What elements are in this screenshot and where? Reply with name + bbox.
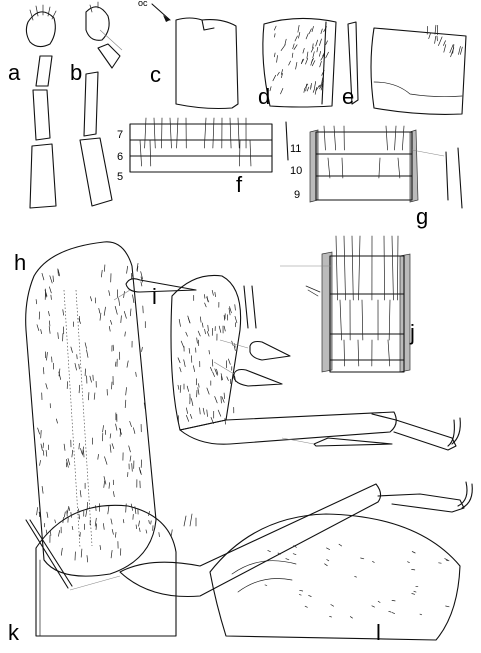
antenna-b <box>79 1 123 207</box>
segment-label-7: 7 <box>117 129 123 141</box>
label-k: k <box>8 620 20 645</box>
femur-i <box>170 274 291 431</box>
label-l: l <box>376 620 381 645</box>
segments-g <box>309 125 463 209</box>
segment-label-10: 10 <box>290 165 302 177</box>
label-j: j <box>409 320 415 345</box>
segment-label-6: 6 <box>117 151 123 163</box>
plate-e <box>347 21 467 115</box>
label-b: b <box>70 60 82 85</box>
leg-h-distal <box>69 481 473 598</box>
label-e: e <box>342 84 354 109</box>
plate-c: oc <box>138 0 239 110</box>
label-g: g <box>416 204 428 229</box>
label-f: f <box>236 172 243 197</box>
plate-k <box>35 504 197 637</box>
femur-h <box>25 241 197 589</box>
plate-l <box>209 513 461 641</box>
label-a: a <box>8 60 21 85</box>
plate-d <box>262 17 337 108</box>
segment-label-5: 5 <box>117 171 123 183</box>
label-c: c <box>150 62 161 87</box>
label-d: d <box>258 84 270 109</box>
antenna-a <box>25 4 57 209</box>
segments-f <box>129 117 289 173</box>
label-i: i <box>152 284 157 309</box>
leg-i-distal <box>179 411 461 451</box>
label-oc: oc <box>138 0 148 8</box>
label-h: h <box>14 250 26 275</box>
segments-j <box>280 235 411 373</box>
segment-label-11: 11 <box>290 143 301 155</box>
segment-label-9: 9 <box>294 189 300 201</box>
